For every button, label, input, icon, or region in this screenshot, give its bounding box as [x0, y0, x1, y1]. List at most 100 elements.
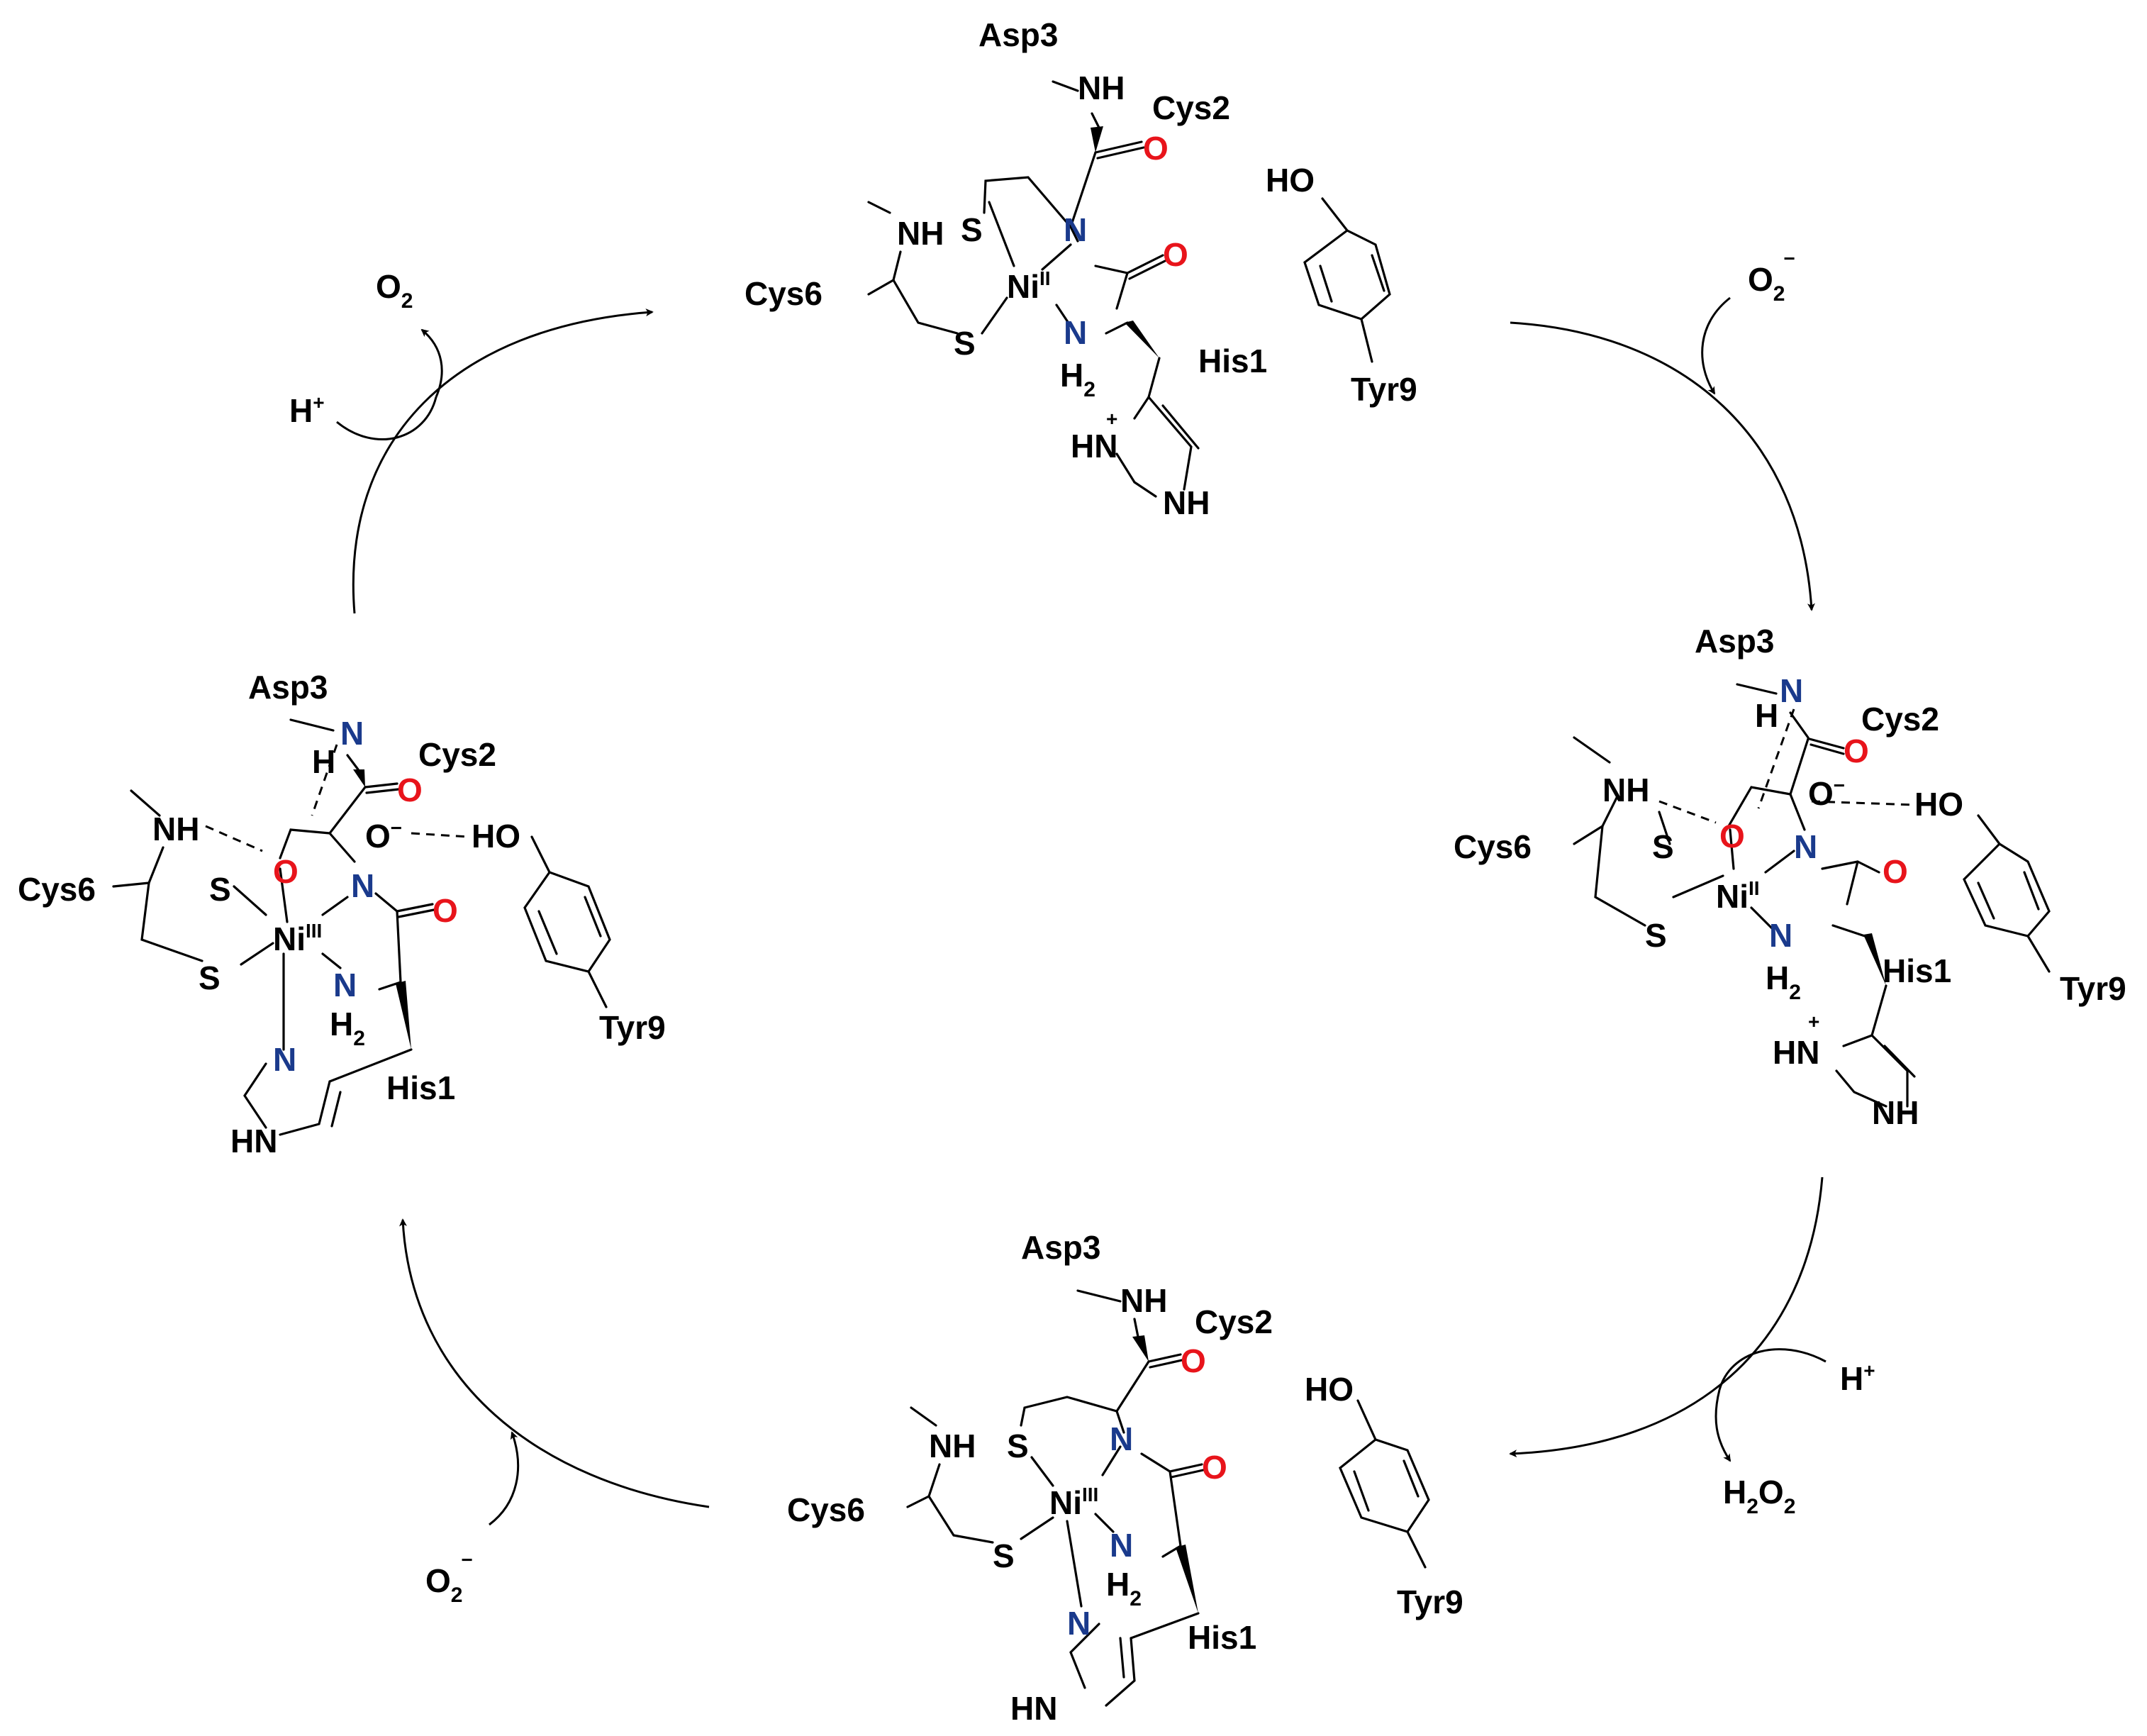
atom-o-minus: O− — [365, 817, 402, 855]
atom-nh: NH — [1120, 1282, 1167, 1319]
atom-nh: NH — [929, 1428, 976, 1464]
label-asp3: Asp3 — [1021, 1229, 1100, 1266]
atom-h2: H2 — [1060, 357, 1095, 401]
atom-nh: NH — [1078, 69, 1125, 106]
cycle-arrows — [336, 296, 1827, 1526]
proton-in-arrow-bottom — [1718, 1348, 1827, 1391]
label-cys6: Cys6 — [18, 871, 96, 908]
label-peroxide-bottom: H2O2 — [1723, 1474, 1795, 1518]
atom-o: O — [1844, 733, 1869, 769]
label-asp3: Asp3 — [978, 16, 1058, 53]
peroxide-out-arrow-bottom — [1714, 1389, 1731, 1462]
atom-h2: H2 — [1106, 1566, 1142, 1610]
atom-ni: NiII — [1716, 877, 1760, 915]
atom-n: N — [1110, 1527, 1133, 1564]
label-proton-bottom: H+ — [1840, 1359, 1875, 1397]
atom-ni: NiIII — [273, 920, 322, 957]
atom-n: N — [1064, 314, 1087, 351]
label-his1: His1 — [1198, 343, 1267, 379]
atom-h2: H2 — [1766, 959, 1801, 1004]
label-dioxygen-top: O2 — [376, 268, 413, 313]
atom-nh: NH — [152, 811, 199, 847]
atom-h: H — [312, 743, 335, 780]
atom-ho: HO — [472, 818, 520, 855]
arrow-right-to-bottom — [1509, 1176, 1824, 1458]
atom-s: S — [1645, 917, 1667, 954]
atom-o: O — [433, 892, 458, 929]
atom-ni: NiII — [1007, 267, 1051, 305]
atom-o: O — [1181, 1342, 1206, 1379]
atom-s: S — [1652, 828, 1674, 865]
structure-ni3-oxidized: Asp3 NH Cys2 O N O NH Cys6 S S NiIII N H… — [787, 1229, 1463, 1727]
label-cys6: Cys6 — [1454, 828, 1532, 865]
superoxide-in-arrow-bottom — [489, 1431, 520, 1526]
atom-h2: H2 — [330, 1006, 365, 1050]
atom-ho: HO — [1914, 786, 1963, 823]
atom-o: O — [1163, 236, 1188, 273]
atom-n: N — [273, 1041, 296, 1078]
atom-o: O — [397, 772, 423, 808]
label-asp3: Asp3 — [1695, 623, 1774, 660]
label-tyr9: Tyr9 — [2060, 970, 2126, 1007]
label-his1: His1 — [386, 1069, 455, 1106]
arrow-bottom-to-left — [398, 1218, 710, 1508]
reagent-labels: O2− O2 H+ H+ H2O2 O2− — [289, 247, 1875, 1607]
dioxygen-out-arrow-top — [420, 328, 443, 398]
atom-n: N — [1794, 828, 1817, 865]
atom-hn-plus: HN — [1773, 1034, 1819, 1071]
atom-s: S — [1007, 1428, 1029, 1464]
label-proton-top: H+ — [289, 391, 325, 429]
label-his1: His1 — [1188, 1619, 1256, 1656]
structure-ni3-superoxide: Asp3 N H Cys2 O O− O HO NH Cys6 S S N Ni… — [18, 669, 666, 1159]
label-asp3: Asp3 — [248, 669, 328, 706]
charge-plus: + — [1106, 408, 1117, 430]
atom-o: O — [1719, 818, 1745, 855]
atom-nh: NH — [1163, 484, 1210, 521]
arrow-left-to-top — [352, 308, 654, 614]
label-cys2: Cys2 — [418, 736, 496, 773]
atom-hn-plus: HN — [1071, 428, 1117, 464]
atom-o-minus: O− — [1808, 774, 1845, 812]
atom-s: S — [954, 325, 976, 362]
atom-ni: NiIII — [1049, 1484, 1098, 1521]
label-superoxide-top: O2− — [1748, 247, 1795, 306]
atom-s: S — [209, 871, 231, 908]
proton-in-arrow-top — [336, 396, 437, 440]
atom-nh: NH — [1872, 1094, 1919, 1131]
atom-s: S — [199, 959, 221, 996]
charge-plus: + — [1808, 1011, 1819, 1033]
atom-o: O — [1202, 1449, 1227, 1486]
label-cys6: Cys6 — [787, 1491, 865, 1528]
label-cys2: Cys2 — [1861, 701, 1939, 738]
superoxide-in-arrow-top — [1701, 296, 1731, 395]
atom-n: N — [351, 867, 374, 904]
label-tyr9: Tyr9 — [1397, 1584, 1463, 1620]
atom-n: N — [1067, 1605, 1091, 1642]
atom-o: O — [1883, 853, 1908, 890]
atom-o: O — [1143, 130, 1169, 167]
arrow-top-to-right — [1510, 321, 1815, 611]
label-cys2: Cys2 — [1152, 89, 1230, 126]
label-superoxide-bottom: O2− — [425, 1549, 473, 1607]
structure-ni2-resting: Asp3 NH Cys2 O N O NH Cys6 S S NiII N H2… — [745, 16, 1417, 521]
label-tyr9: Tyr9 — [599, 1009, 666, 1046]
atom-o: O — [273, 853, 299, 890]
atom-ho: HO — [1266, 162, 1315, 199]
label-cys6: Cys6 — [745, 275, 822, 312]
atom-h: H — [1755, 697, 1778, 734]
atom-n: N — [1110, 1420, 1133, 1457]
atom-n: N — [333, 967, 357, 1003]
atom-nh: NH — [897, 215, 944, 252]
atom-s: S — [993, 1537, 1015, 1574]
label-tyr9: Tyr9 — [1351, 371, 1417, 408]
atom-ho: HO — [1305, 1371, 1354, 1408]
atom-hn: HN — [1010, 1690, 1057, 1727]
atom-nh: NH — [1602, 772, 1649, 808]
structure-ni2-superoxide: Asp3 N H Cys2 O O− O HO NH Cys6 S S N Ni… — [1454, 623, 2126, 1131]
label-his1: His1 — [1883, 952, 1951, 989]
atom-hn: HN — [230, 1123, 277, 1159]
atom-n: N — [340, 715, 364, 752]
label-cys2: Cys2 — [1195, 1303, 1273, 1340]
atom-n: N — [1769, 917, 1792, 954]
